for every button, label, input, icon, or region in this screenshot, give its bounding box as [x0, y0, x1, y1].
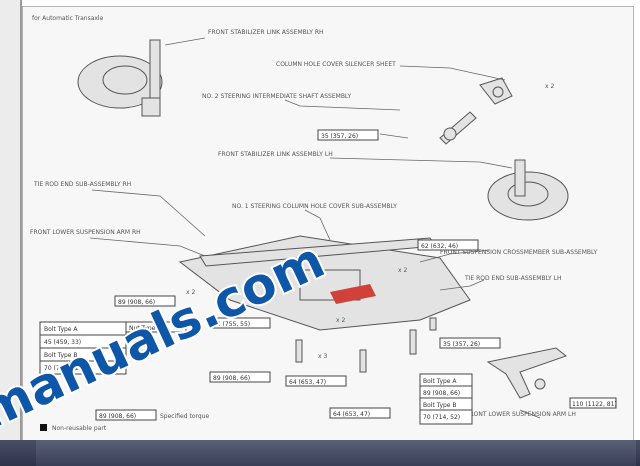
front-lower-arm-lh-part [486, 347, 568, 399]
bolt-type-b-right: Bolt Type B [423, 402, 457, 409]
torque-tag-3: 89 (908, 66) [118, 299, 155, 306]
torque-tag-1: 35 (357, 26) [321, 133, 358, 140]
callout-tie-rod-end-lh: TIE ROD END SUB-ASSEMBLY LH [464, 275, 562, 282]
highlighted-red-part [330, 284, 376, 304]
torque-tag-7: 89 (908, 66) [213, 375, 250, 382]
column-hole-cover-part [479, 77, 513, 105]
torque-tag-12: 70 (714, 52) [423, 414, 460, 421]
legend-specified-torque: Specified torque [160, 413, 209, 420]
bolt-type-a-right: Bolt Type A [423, 378, 457, 385]
torque-tag-8: 64 (653, 47) [289, 379, 326, 386]
callout-front-lower-suspension-arm: FRONT LOWER SUSPENSION ARM RH [30, 229, 141, 236]
torque-tag-11: 89 (908, 66) [423, 390, 460, 397]
x-mark-1: x 2 [398, 267, 407, 274]
torque-tag-10: 110 (1122, 81) [572, 401, 617, 408]
x-mark-2: x 2 [186, 289, 195, 296]
intermediate-shaft-part [439, 111, 477, 145]
bolt-type-b: Bolt Type B [44, 352, 78, 359]
steering-rack-crossmember-part [178, 235, 471, 331]
torque-tag-9: 35 (357, 26) [443, 341, 480, 348]
nut-type: Nut Type [129, 325, 156, 332]
legend-non-reusable: Non-reusable part [52, 425, 107, 432]
torque-tag-5: 70 (714, 52) [44, 365, 81, 372]
stabilizer-link-rh-part [77, 39, 163, 117]
bolt-type-a: Bolt Type A [44, 326, 78, 333]
callout-front-suspension-crossmember: FRONT SUSPENSION CROSSMEMBER SUB-ASSEMBL… [440, 249, 598, 256]
callout-steering-intermediate-shaft: NO. 2 STEERING INTERMEDIATE SHAFT ASSEMB… [202, 93, 351, 100]
torque-tag-13: 64 (653, 47) [333, 411, 370, 418]
x-mark-4: x 3 [318, 353, 327, 360]
bottom-status-bar [0, 440, 640, 466]
callout-column-hole-cover: COLUMN HOLE COVER SILENCER SHEET [276, 61, 396, 68]
x-mark-3: x 2 [336, 317, 345, 324]
non-reusable-marker-icon [40, 424, 47, 431]
torque-tag-6: 74 (755, 55) [213, 321, 250, 328]
callout-steering-column-cover: NO. 1 STEERING COLUMN HOLE COVER SUB-ASS… [232, 203, 397, 210]
callout-front-lower-arm-lh: FRONT LOWER SUSPENSION ARM LH [466, 411, 576, 418]
callout-front-stabilizer-link-lh: FRONT STABILIZER LINK ASSEMBLY LH [218, 151, 333, 158]
x-mark-5: x 2 [545, 83, 554, 90]
torque-tag-14: 89 (908, 66) [99, 413, 136, 420]
exploded-parts-diagram: for Automatic Transaxle FRONT STABILIZER… [0, 15, 617, 440]
stabilizer-link-lh-part [487, 159, 569, 221]
left-sidebar-strip [0, 0, 22, 440]
bolt-parts [295, 317, 437, 373]
diagram-header: for Automatic Transaxle [32, 15, 104, 22]
callout-tie-rod-end-rh: TIE ROD END SUB-ASSEMBLY RH [33, 181, 131, 188]
torque-tag-4: 45 (459, 33) [44, 339, 81, 346]
bottom-status-cell [36, 440, 636, 466]
callout-front-stabilizer-link-rh: FRONT STABILIZER LINK ASSEMBLY RH [208, 29, 324, 36]
torque-tag-2: 62 (632, 46) [421, 243, 458, 250]
